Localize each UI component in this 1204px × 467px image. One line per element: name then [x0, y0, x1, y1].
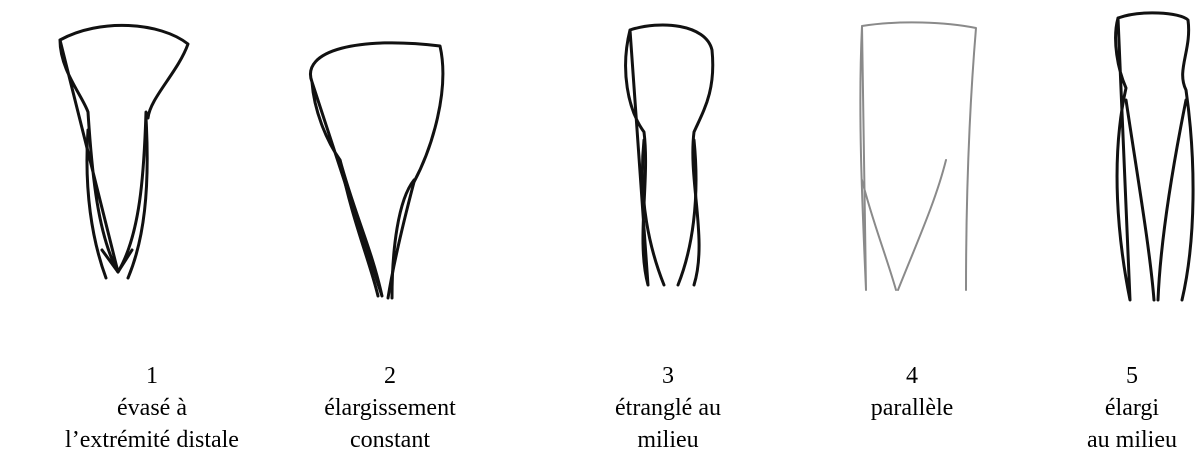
- caption-4: 4 parallèle: [822, 360, 1002, 424]
- shape-3-constricted-middle: [626, 25, 713, 285]
- caption-5: 5 élargi au milieu: [1060, 360, 1204, 456]
- figure-label-4-line-1: parallèle: [822, 392, 1002, 424]
- figure-number-4: 4: [822, 360, 1002, 392]
- shape-2-constant-widening: [310, 43, 442, 298]
- figure-number-3: 3: [568, 360, 768, 392]
- figure-label-5-line-2: au milieu: [1060, 424, 1204, 456]
- figure-label-5-line-1: élargi: [1060, 392, 1204, 424]
- figure-label-3-line-2: milieu: [568, 424, 768, 456]
- figure-label-3-line-1: étranglé au: [568, 392, 768, 424]
- caption-2: 2 élargissement constant: [280, 360, 500, 456]
- figure-label-1-line-2: l’extrémité distale: [32, 424, 272, 456]
- figure-label-2-line-2: constant: [280, 424, 500, 456]
- figure-number-5: 5: [1060, 360, 1204, 392]
- shape-1-flared-distal: [60, 25, 188, 278]
- caption-3: 3 étranglé au milieu: [568, 360, 768, 456]
- caption-1: 1 évasé à l’extrémité distale: [32, 360, 272, 456]
- figure-label-1-line-1: évasé à: [32, 392, 272, 424]
- shape-5-widened-middle: [1116, 13, 1194, 300]
- shape-4-parallel: [860, 22, 976, 290]
- figure-label-2-line-1: élargissement: [280, 392, 500, 424]
- figure-number-2: 2: [280, 360, 500, 392]
- figure-number-1: 1: [32, 360, 272, 392]
